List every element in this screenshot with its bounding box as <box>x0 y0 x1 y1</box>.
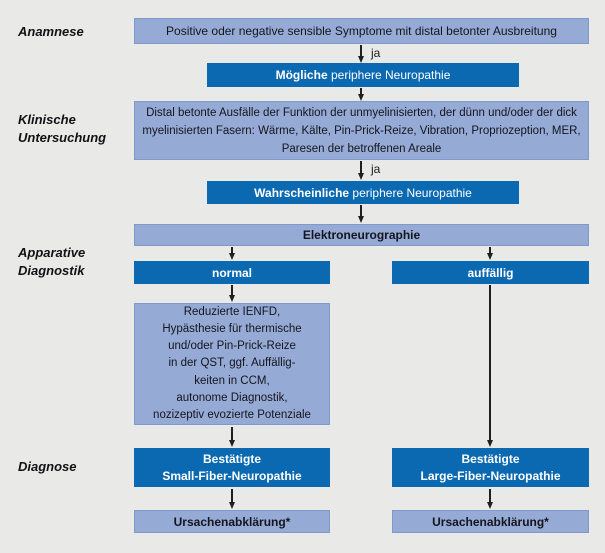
arrow-down-icon <box>228 247 235 260</box>
arrow-down-icon <box>357 205 364 223</box>
abnormal-label: auffällig <box>467 265 514 280</box>
row-label-anamnese: Anamnese <box>18 24 84 39</box>
row-label-klinische-untersuchung: Klinische Untersuchung <box>18 112 107 145</box>
small-fiber-diagnosis-label: Bestätigte Small-Fiber-Neuropathie <box>162 451 302 483</box>
cause-workup-left-label: Ursachenabklärung* <box>173 514 291 529</box>
probable-neuropathy-label: Wahrscheinliche periphere Neuropathie <box>254 185 472 200</box>
symptoms-box: Positive oder negative sensible Symptome… <box>134 18 589 44</box>
cause-workup-right-label: Ursachenabklärung* <box>432 514 549 529</box>
row-label-diagnose: Diagnose <box>18 459 77 474</box>
abnormal-box: auffällig <box>392 261 589 284</box>
arrow-down-icon <box>357 88 364 101</box>
normal-box: normal <box>134 261 330 284</box>
ja-label-2: ja <box>371 162 381 176</box>
arrow-down-icon <box>486 285 493 447</box>
arrow-down-icon <box>228 285 235 302</box>
arrow-down-icon <box>486 247 493 260</box>
possible-neuropathy-label: Mögliche periphere Neuropathie <box>275 68 451 82</box>
normal-label: normal <box>211 265 252 280</box>
large-fiber-diagnosis-box: Bestätigte Large-Fiber-Neuropathie <box>392 448 589 487</box>
clinical-findings-label: Distal betonte Ausfälle der Funktion der… <box>142 106 581 155</box>
ja-label-1: ja <box>371 46 381 60</box>
cause-workup-right-box: Ursachenabklärung* <box>392 510 589 533</box>
small-fiber-diagnosis-box: Bestätigte Small-Fiber-Neuropathie <box>134 448 330 487</box>
large-fiber-diagnosis-label: Bestätigte Large-Fiber-Neuropathie <box>420 451 561 483</box>
electroneurography-label: Elektroneurographie <box>302 228 421 242</box>
possible-neuropathy-box: Mögliche periphere Neuropathie <box>207 63 519 87</box>
probable-neuropathy-box: Wahrscheinliche periphere Neuropathie <box>207 181 519 204</box>
clinical-findings-box: Distal betonte Ausfälle der Funktion der… <box>134 101 589 160</box>
arrow-down-icon <box>357 161 364 180</box>
arrow-down-icon <box>228 427 235 447</box>
arrow-down-icon <box>357 45 364 63</box>
arrow-down-icon <box>486 489 493 509</box>
symptoms-box-label: Positive oder negative sensible Symptome… <box>166 24 557 38</box>
cause-workup-left-box: Ursachenabklärung* <box>134 510 330 533</box>
small-fiber-findings-box: Reduzierte IENFD, Hypästhesie für thermi… <box>134 303 330 425</box>
small-fiber-findings-label: Reduzierte IENFD, Hypästhesie für thermi… <box>153 305 311 422</box>
arrow-down-icon <box>228 489 235 509</box>
row-label-apparative-diagnostik: Apparative Diagnostik <box>18 245 86 278</box>
electroneurography-box: Elektroneurographie <box>134 224 589 246</box>
